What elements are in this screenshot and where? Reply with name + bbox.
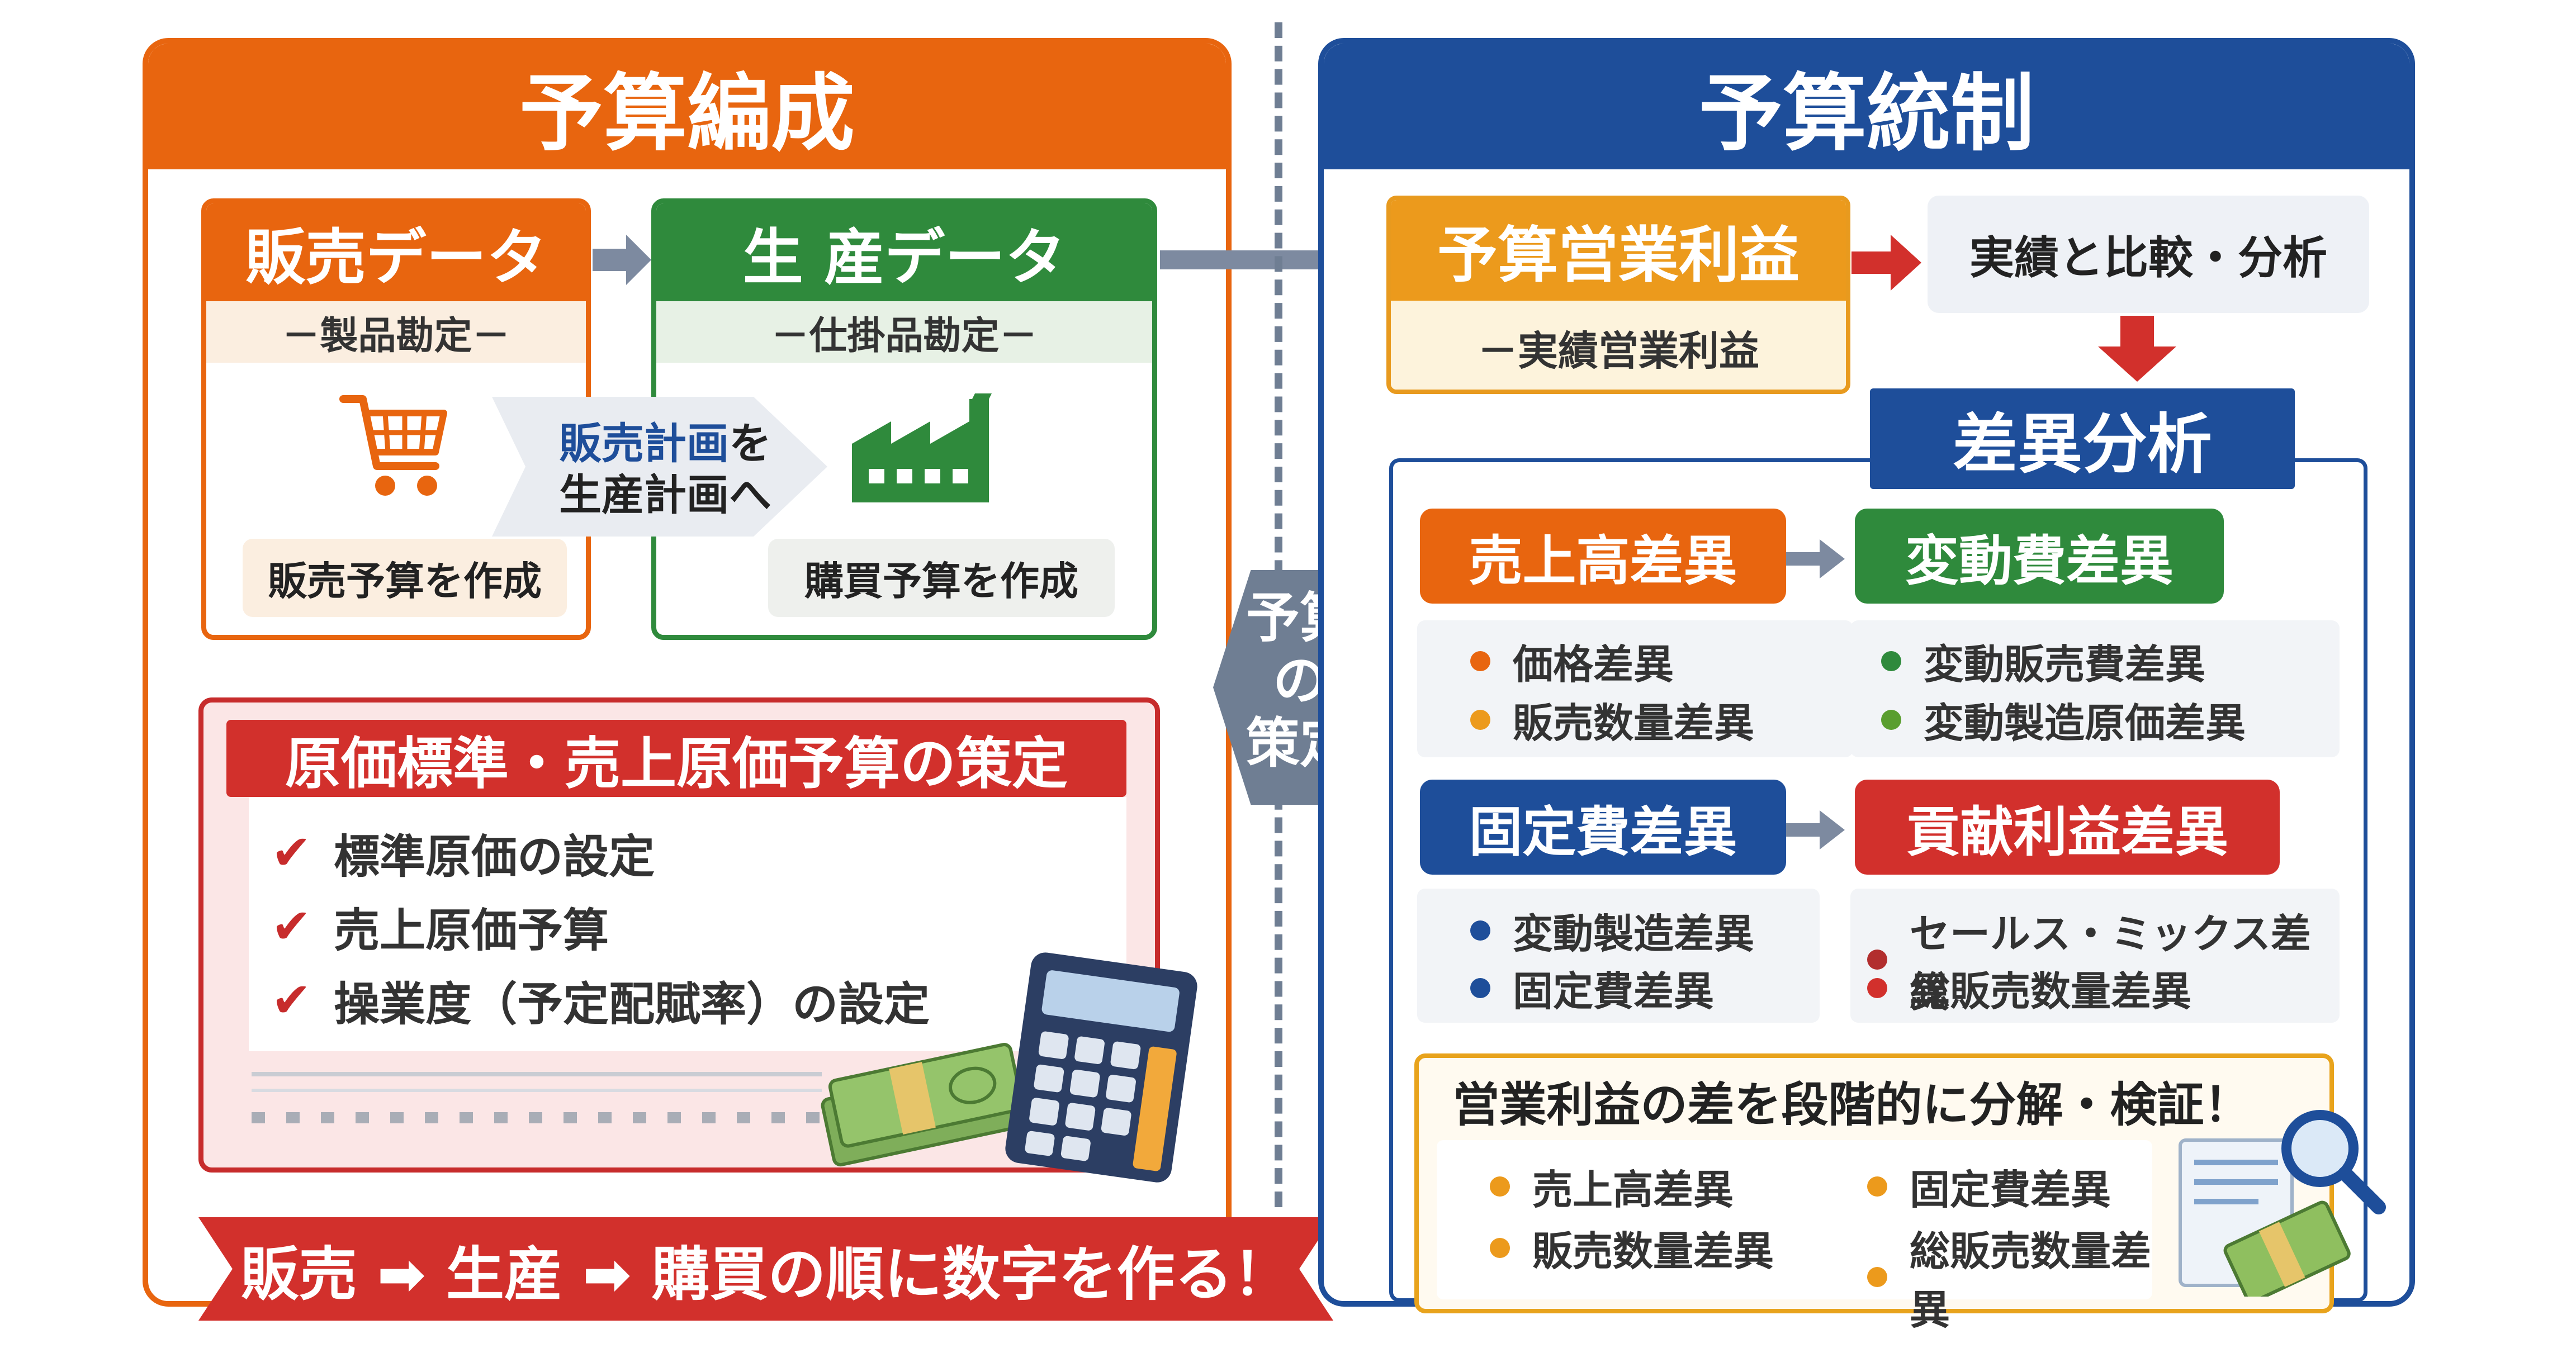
contribution-margin-variance-tag: 貢献利益差異 (1855, 780, 2280, 875)
list-item: 変動製造差異 (1470, 901, 1754, 960)
decorative-line (252, 1089, 822, 1092)
sales-data-title: 販売データ (206, 203, 586, 301)
list-item: 固定費差異 (1470, 958, 1714, 1017)
plan-transfer-label: 販売計画を 生産計画へ (531, 418, 799, 521)
bullet-icon (1490, 1237, 1510, 1258)
plan-transfer-arrow (492, 397, 827, 537)
shopping-cart-icon (339, 395, 447, 496)
check-icon: ✔ (271, 898, 312, 955)
summary-body: 売上高差異 販売数量差異 固定費差異 総販売数量差異 (1437, 1140, 2152, 1333)
list-item-label: セールス・ミックス差異 (1910, 910, 2311, 1016)
plan-transfer-highlight: 販売計画 (559, 419, 729, 468)
list-item-label: 操業度（予定配賦率）の設定 (334, 978, 930, 1031)
fixed-cost-variance-box: 変動製造差異 固定費差異 (1417, 889, 1820, 1023)
list-item: 総販売数量差異 (1867, 958, 2191, 1017)
arrow-right-icon (593, 235, 651, 285)
list-item: セールス・ミックス差異 (1867, 901, 2340, 1018)
list-item: 変動販売費差異 (1881, 632, 2205, 690)
list-item-label: 売上原価予算 (334, 904, 609, 957)
bullet-icon (1470, 977, 1490, 998)
list-item-label: 標準原価の設定 (334, 830, 655, 884)
cost-standards-title: 原価標準・売上原価予算の策定 (226, 720, 1126, 797)
check-icon: ✔ (271, 824, 312, 881)
check-icon: ✔ (271, 972, 312, 1028)
bullet-icon (1867, 1176, 1887, 1197)
list-item-label: 固定費差異 (1513, 968, 1715, 1015)
production-data-subtitle: －仕掛品勘定－ (656, 301, 1152, 363)
variance-analysis-title: 差異分析 (1870, 388, 2295, 489)
arrow-red-right-icon (1852, 235, 1921, 291)
operating-profit-title: 予算営業利益 (1391, 200, 1846, 301)
arrow-red-down-icon (2098, 316, 2176, 382)
list-item: 販売数量差異 (1470, 690, 1754, 749)
list-item: ✔ 操業度（予定配賦率）の設定 (271, 967, 930, 1033)
bullet-icon (1470, 709, 1490, 730)
sequence-banner: 販売 ➡ 生産 ➡ 購買の順に数字を作る！ (198, 1217, 1333, 1321)
arrow-right-icon (1786, 810, 1845, 849)
sales-budget-pill: 販売予算を作成 (243, 539, 567, 617)
list-item: 固定費差異 (1867, 1157, 2111, 1216)
budget-drafting-line2: の (1273, 649, 1327, 712)
operating-profit-card: 予算営業利益 －実績営業利益 (1386, 196, 1850, 394)
contribution-margin-variance-box: セールス・ミックス差異 総販売数量差異 (1850, 889, 2340, 1023)
list-item: 販売数量差異 (1490, 1218, 1774, 1277)
list-item-label: 販売数量差異 (1532, 1228, 1774, 1275)
list-item: 変動製造原価差異 (1881, 690, 2246, 749)
list-item-label: 変動製造原価差異 (1924, 700, 2246, 747)
bullet-icon (1867, 1267, 1887, 1287)
sales-variance-tag: 売上高差異 (1420, 509, 1786, 604)
variable-cost-variance-box: 変動販売費差異 変動製造原価差異 (1850, 620, 2340, 757)
production-data-card: 生 産データ －仕掛品勘定－ 購買予算を作成 (651, 198, 1157, 640)
list-item-label: 売上高差異 (1532, 1166, 1734, 1213)
list-item-label: 総販売数量差異 (1910, 968, 2192, 1015)
bullet-icon (1470, 651, 1490, 671)
arrow-to-operating-icon (1160, 234, 1386, 286)
bullet-icon (1867, 950, 1887, 970)
bullet-icon (1490, 1176, 1510, 1197)
production-data-title: 生 産データ (656, 203, 1152, 301)
bullet-icon (1470, 920, 1490, 941)
variable-cost-variance-tag: 変動費差異 (1855, 509, 2224, 604)
compare-analysis-label: 実績と比較・分析 (1928, 196, 2369, 313)
plan-transfer-particle: を (729, 419, 771, 468)
list-item: 売上高差異 (1490, 1157, 1734, 1216)
fixed-cost-variance-tag: 固定費差異 (1420, 780, 1786, 875)
bullet-icon (1881, 709, 1901, 730)
decorative-line (252, 1072, 822, 1076)
summary-title: 営業利益の差を段階的に分解・検証！ (1452, 1077, 2251, 1132)
list-item: ✔ 売上原価予算 (271, 893, 609, 960)
document-icon (2179, 1138, 2351, 1297)
purchase-budget-pill: 購買予算を作成 (768, 539, 1115, 617)
magnifier-icon (2281, 1110, 2386, 1214)
decorative-dashes (252, 1112, 822, 1123)
budget-formation-title: 予算編成 (148, 44, 1226, 169)
calculator-icon (1005, 952, 1197, 1183)
list-item-label: 販売数量差異 (1513, 700, 1755, 747)
sales-variance-box: 価格差異 販売数量差異 (1417, 620, 1853, 757)
factory-icon (852, 393, 992, 502)
list-item: ✔ 標準原価の設定 (271, 819, 655, 886)
cost-standards-list: ✔ 標準原価の設定 ✔ 売上原価予算 ✔ 操業度（予定配賦率）の設定 (249, 797, 1126, 1051)
list-item: 価格差異 (1470, 632, 1674, 690)
plan-transfer-line2: 生産計画へ (559, 470, 771, 520)
list-item-label: 総販売数量差異 (1910, 1228, 2152, 1333)
bullet-icon (1867, 977, 1887, 998)
list-item-label: 価格差異 (1513, 641, 1674, 688)
list-item-label: 固定費差異 (1910, 1166, 2111, 1213)
operating-profit-subtitle: －実績営業利益 (1391, 301, 1846, 390)
bullet-icon (1881, 651, 1901, 671)
list-item-label: 変動販売費差異 (1924, 641, 2206, 688)
sales-data-subtitle: －製品勘定－ (206, 301, 586, 363)
arrow-right-icon (1786, 539, 1845, 578)
budget-control-title: 予算統制 (1324, 44, 2409, 169)
list-item: 総販売数量差異 (1867, 1218, 2152, 1336)
list-item-label: 変動製造差異 (1513, 910, 1755, 957)
